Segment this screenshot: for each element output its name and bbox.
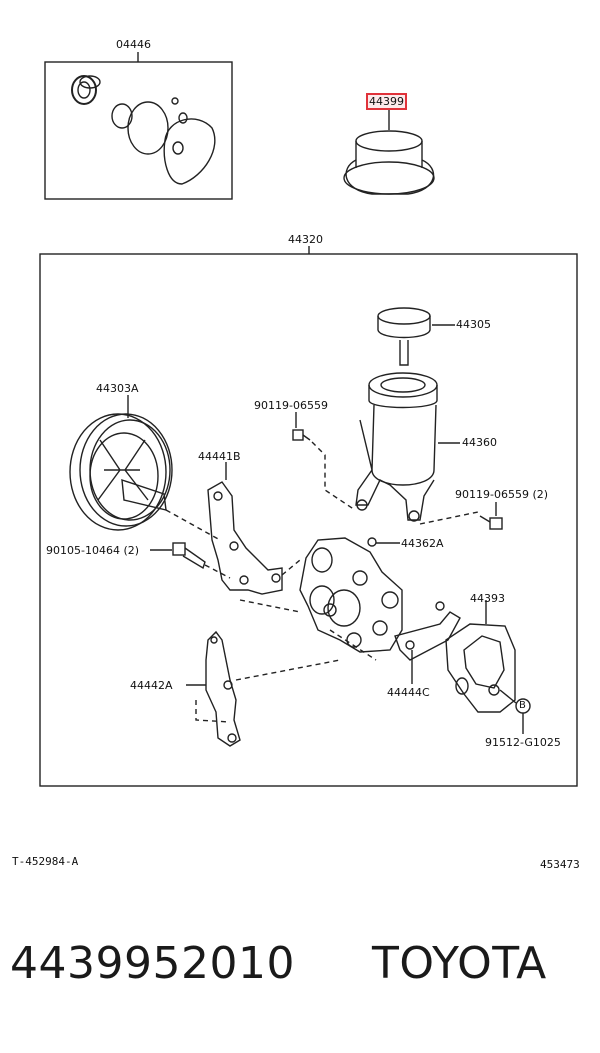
label-bracket-c: 44444C bbox=[387, 686, 430, 699]
label-bracket-a: 44442A bbox=[130, 679, 173, 692]
label-pulley: 44303A bbox=[96, 382, 139, 395]
pump-body bbox=[239, 537, 403, 661]
brand-name: TOYOTA bbox=[372, 938, 547, 989]
label-marker-b: B bbox=[519, 700, 526, 711]
bracket-a-part bbox=[186, 630, 341, 747]
label-plate: 44393 bbox=[470, 592, 505, 605]
label-clamp: 91512-G1025 bbox=[485, 736, 561, 749]
pulley-part bbox=[69, 395, 221, 541]
label-oring: 44362A bbox=[401, 537, 444, 550]
reservoir-cap-part bbox=[377, 307, 455, 366]
assembly-box bbox=[39, 246, 578, 787]
label-reservoir-cap: 44305 bbox=[456, 318, 491, 331]
bracket-c-part bbox=[394, 601, 461, 684]
label-reservoir: 44360 bbox=[462, 436, 497, 449]
diagram-id: T-452984-A bbox=[12, 855, 79, 868]
plate-part bbox=[445, 600, 516, 713]
label-bracket-b: 44441B bbox=[198, 450, 241, 463]
part-number: 4439952010 bbox=[10, 938, 295, 989]
reservoir-part bbox=[355, 372, 460, 522]
bolt-top-part bbox=[292, 412, 356, 511]
clamp-marker bbox=[499, 689, 531, 734]
bolt-left-part bbox=[150, 542, 231, 579]
label-assembly: 44320 bbox=[288, 233, 323, 246]
page-code: 453473 bbox=[540, 858, 580, 871]
label-bolt-top: 90119-06559 bbox=[254, 399, 328, 412]
label-bolt-right: 90119-06559 (2) bbox=[455, 488, 549, 501]
seal-kit-box bbox=[44, 52, 233, 200]
label-bolt-left: 90105-10464 (2) bbox=[46, 544, 140, 557]
label-kit: 04446 bbox=[116, 38, 151, 51]
bolt-right-part bbox=[419, 502, 503, 530]
label-cap-highlighted: 44399 bbox=[366, 93, 407, 110]
bracket-b-part bbox=[207, 462, 301, 595]
cap-part bbox=[343, 109, 435, 195]
